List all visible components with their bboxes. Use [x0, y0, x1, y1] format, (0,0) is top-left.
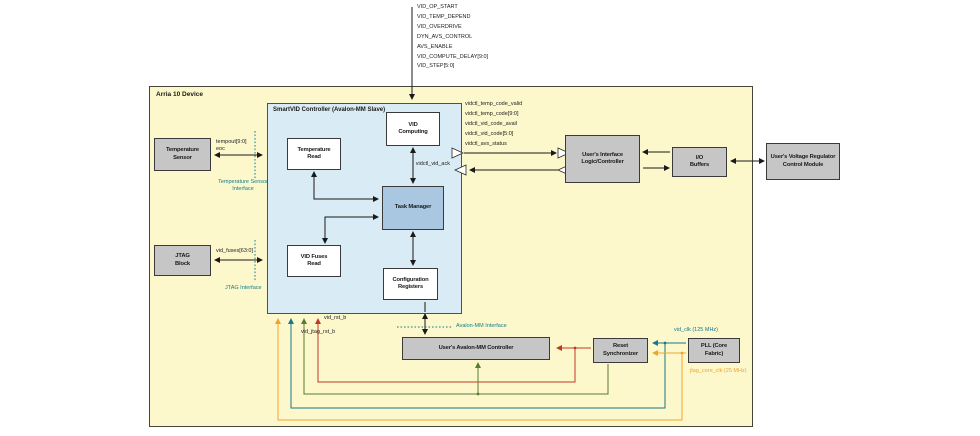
io-buffers-block: I/O Buffers — [672, 147, 727, 177]
block-label: Task Manager — [394, 204, 432, 211]
users-interface-block: User's Interface Logic/Controller — [565, 135, 640, 183]
signal-label: VID_STEP[5:0] — [417, 63, 455, 70]
users-avalon-mm-controller-block: User's Avalon-MM Controller — [402, 337, 550, 360]
signal-label: vidctl_vid_code_avail — [465, 120, 517, 127]
vid-rst-b-label: vid_rst_b — [324, 315, 347, 321]
vidctl-ack-label: vidctl_vid_ack — [415, 161, 450, 167]
block-label: VID Fuses Read — [300, 253, 328, 267]
temperature-sensor-block: Temperature Sensor — [154, 138, 211, 171]
vid-clk-label: vid_clk (125 MHz) — [674, 327, 719, 333]
signal-label: VID_OVERDRIVE — [417, 23, 462, 30]
jtag-interface-label: JTAG Interface — [225, 285, 262, 291]
temp-sensor-interface-label: Temperature Sensor Interface — [218, 179, 268, 192]
block-label: Configuration Registers — [392, 276, 429, 290]
pll-block: PLL (Core Fabric) — [688, 338, 740, 363]
block-label: Temperature Sensor — [165, 147, 200, 161]
block-label: VID Computing — [398, 121, 428, 135]
block-label: I/O Buffers — [689, 154, 710, 168]
avalon-mm-interface-label: Avalon-MM Interface — [456, 323, 507, 329]
block-label: JTAG Block — [174, 253, 191, 267]
block-label: Reset Synchronizer — [603, 343, 638, 357]
signal-label: vidctl_temp_code[9:0] — [465, 110, 519, 117]
vid-jtag-rst-b-label: vid_jtag_rst_b — [301, 329, 336, 335]
jtag-core-clk-label: jtag_core_clk (25 MHz) — [690, 368, 747, 374]
block-label: PLL (Core Fabric) — [700, 343, 728, 357]
vid-fuses-read-block: VID Fuses Read — [287, 245, 341, 277]
block-label: User's Avalon-MM Controller — [438, 344, 514, 351]
signal-label: AVS_ENABLE — [417, 43, 453, 50]
top-control-signal-list: VID_OP_START VID_TEMP_DEPEND VID_OVERDRIVE… — [417, 3, 488, 72]
vid-fuses-label: vid_fuses[63:0] — [216, 248, 253, 254]
reset-synchronizer-block: Reset Synchronizer — [593, 338, 648, 363]
vidctl-output-signal-list: vidctl_temp_code_valid vidctl_temp_code[9… — [465, 100, 522, 150]
signal-label: VID_TEMP_DEPEND — [417, 13, 471, 20]
block-label: Temperature Read — [297, 146, 331, 160]
signal-label: eoc — [216, 146, 225, 152]
task-manager-block: Task Manager — [382, 186, 444, 230]
smartvid-title: SmartVID Controller (Avalon-MM Slave) — [273, 107, 386, 113]
block-label: User's Voltage Regulator Control Module — [770, 154, 836, 168]
signal-label: vidctl_vid_code[5:0] — [465, 130, 514, 137]
temperature-read-block: Temperature Read — [287, 138, 341, 170]
temp-sensor-pin-list: tempout[9:0]eoc — [216, 139, 247, 153]
signal-label: vidctl_avs_status — [465, 140, 507, 147]
signal-label: VID_OP_START — [417, 4, 458, 10]
signal-label: tempout[9:0] — [216, 139, 247, 145]
signal-label: DYN_AVS_CONTROL — [417, 33, 473, 40]
users-vreg-block: User's Voltage Regulator Control Module — [766, 143, 840, 180]
configuration-registers-block: Configuration Registers — [383, 268, 438, 300]
block-label: User's Interface Logic/Controller — [581, 151, 624, 165]
signal-label: VID_COMPUTE_DELAY[9:0] — [417, 53, 489, 60]
vid-computing-block: VID Computing — [386, 112, 440, 146]
signal-label: vidctl_temp_code_valid — [465, 101, 523, 107]
device-label: Arria 10 Device — [156, 91, 203, 98]
jtag-block: JTAG Block — [154, 245, 211, 276]
